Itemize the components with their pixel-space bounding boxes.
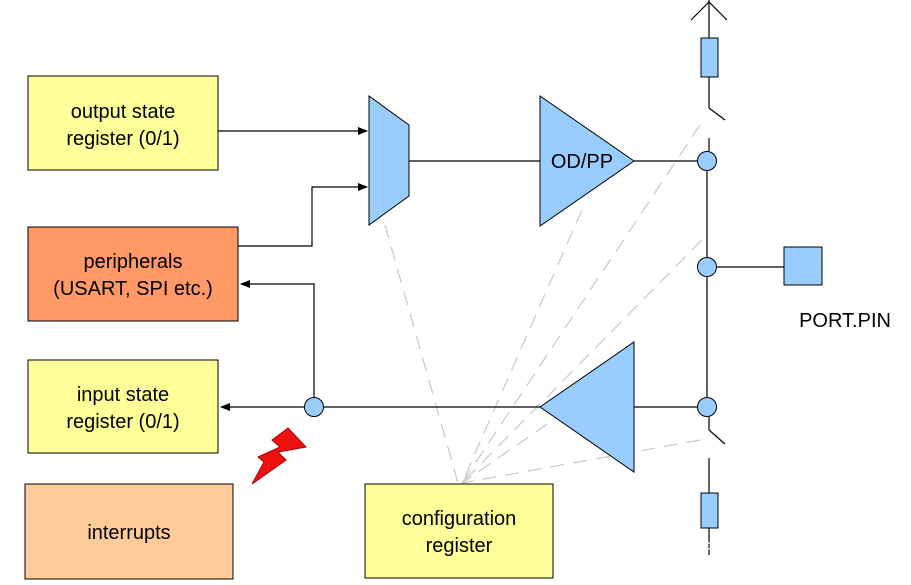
node-output [697, 151, 717, 171]
output-state-line1: output state [71, 101, 176, 123]
input-buffer [539, 341, 635, 473]
pull-up-resistor [700, 37, 719, 78]
configuration-register-box [364, 483, 554, 579]
configuration-line2: register [426, 535, 493, 557]
config-dashed-lines [384, 124, 703, 484]
pull-down-resistor [700, 492, 719, 529]
interrupts-box [24, 483, 234, 580]
output-state-register-box [27, 75, 219, 171]
input-state-line1: input state [77, 384, 169, 406]
output-driver-label: OD/PP [551, 151, 613, 173]
lightning-bolt-icon [251, 427, 308, 485]
peripherals-line2: (USART, SPI etc.) [53, 278, 213, 300]
multiplexer [368, 95, 410, 226]
port-pin-label: PORT.PIN [799, 310, 891, 332]
watermark-text: 知乎 @守护最好的坤坤 [612, 537, 829, 561]
peripherals-line1: peripherals [84, 251, 183, 273]
output-state-line2: register (0/1) [66, 128, 179, 150]
output-driver [539, 95, 635, 227]
node-input-split [304, 397, 324, 417]
junction-nodes [304, 151, 717, 417]
wires [218, 0, 784, 555]
node-input [697, 397, 717, 417]
configuration-line1: configuration [402, 508, 517, 530]
vdd-arrow-icon [690, 1, 728, 21]
node-pin [697, 257, 717, 277]
peripherals-box [27, 226, 239, 322]
interrupts-label: interrupts [87, 522, 170, 544]
input-state-register-box [27, 359, 219, 454]
port-pin-square [783, 246, 823, 286]
input-state-line2: register (0/1) [66, 411, 179, 433]
